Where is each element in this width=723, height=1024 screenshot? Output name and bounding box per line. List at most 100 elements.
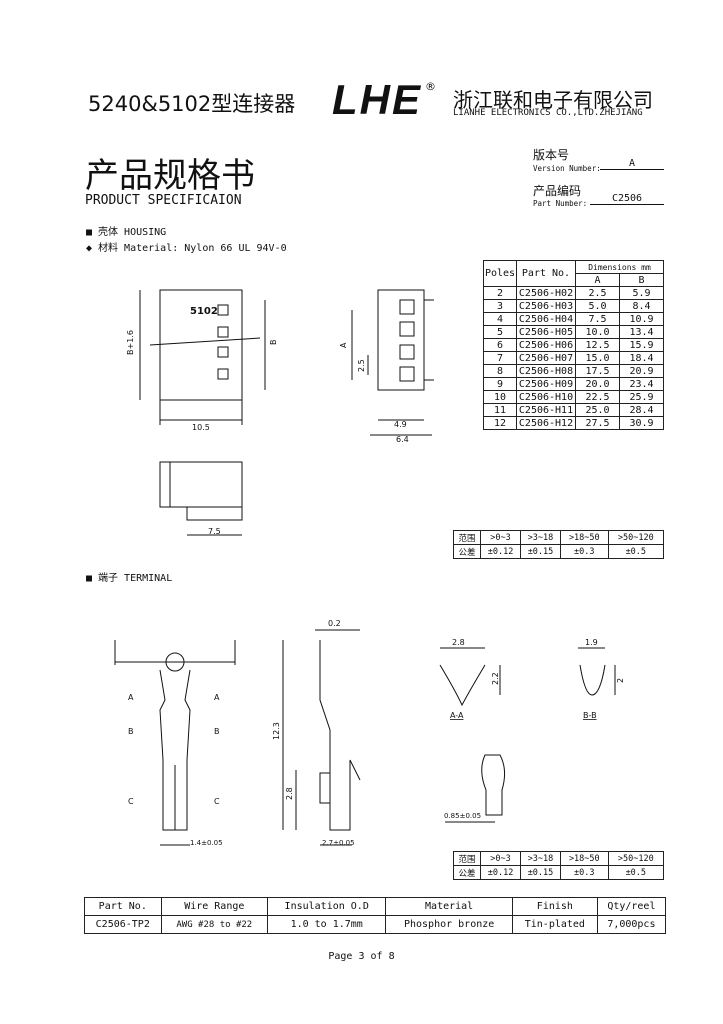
terminal-heading: ■ 端子 TERMINAL (86, 573, 173, 584)
table-cell: 22.5 (575, 390, 620, 404)
tolerance-label: 公差 (452, 865, 482, 880)
company-name-cn: 浙江联和电子有限公司 (453, 88, 653, 112)
section-bb-label: B-B (583, 711, 597, 720)
header-a: A (575, 273, 620, 287)
table-cell: C2506-H11 (516, 403, 576, 417)
company-name-en: LIANHE ELECTRONICS CO.,LTD.ZHEJIANG (453, 108, 643, 118)
table-cell: 12 (483, 416, 517, 430)
terminal-tolerance-table: 范围>0~3>3~18>18~50>50~120 公差±0.12±0.15 ±0.… (452, 851, 665, 880)
section-a-left: A (128, 693, 134, 702)
table-cell: 5.0 (575, 299, 620, 313)
housing-heading: ■ 壳体 HOUSING (86, 227, 167, 238)
dim-height: 12.3 (272, 722, 281, 740)
table-cell: 7 (483, 351, 517, 365)
section-b-right: B (214, 727, 220, 736)
cell: Phosphor bronze (385, 915, 513, 934)
range: >50~120 (607, 851, 665, 866)
dim-height2: 2.8 (285, 787, 294, 800)
cell: 7,000pcs (596, 915, 667, 934)
cell: AWG #28 to #22 (160, 915, 269, 934)
version-label-cn: 版本号 (533, 148, 570, 162)
dim-bb-width: 1.9 (585, 638, 598, 647)
table-cell: 4 (483, 312, 517, 326)
table-cell: 6 (483, 338, 517, 352)
dim-a: A (339, 342, 348, 348)
dim-aa-width: 2.8 (452, 638, 465, 647)
range-label: 范围 (452, 530, 482, 545)
range: >3~18 (520, 851, 561, 866)
terminal-front-view (114, 640, 236, 846)
housing-material: ◆ 材料 Material: Nylon 66 UL 94V-0 (86, 243, 287, 254)
dim-thickness: 0.2 (328, 619, 341, 628)
housing-top-view (159, 461, 243, 536)
header-cell: Insulation O.D (267, 897, 387, 916)
model-title: 5240&5102型连接器 (88, 92, 296, 116)
table-cell: 20.0 (575, 377, 620, 391)
dim-depth1: 4.9 (394, 420, 407, 429)
tolerance: ±0.5 (607, 544, 665, 559)
table-cell: C2506-H03 (516, 299, 576, 313)
header-part-no: Part No. (516, 260, 576, 287)
page-number: Page 3 of 8 (328, 951, 395, 962)
company-logo: LHE (332, 76, 422, 123)
table-cell: 10 (483, 390, 517, 404)
table-cell: 10.0 (575, 325, 620, 339)
range: >18~50 (559, 530, 609, 545)
table-cell: 5.9 (619, 286, 664, 300)
table-cell: 2 (483, 286, 517, 300)
header-cell: Finish (511, 897, 598, 916)
table-cell: 11 (483, 403, 517, 417)
tolerance: ±0.15 (520, 865, 561, 880)
table-cell: 15.0 (575, 351, 620, 365)
section-c-right: C (214, 797, 220, 806)
table-cell: C2506-H09 (516, 377, 576, 391)
table-cell: 25.0 (575, 403, 620, 417)
table-cell: C2506-H12 (516, 416, 576, 430)
table-cell: 7.5 (575, 312, 620, 326)
section-c-left: C (128, 797, 134, 806)
table-cell: C2506-H04 (516, 312, 576, 326)
dim-bb-height: 2 (616, 678, 625, 683)
table-cell: 18.4 (619, 351, 664, 365)
section-a-right: A (214, 693, 220, 702)
table-cell: 30.9 (619, 416, 664, 430)
cell: 1.0 to 1.7mm (267, 915, 387, 934)
terminal-side-view (282, 629, 361, 846)
dim-side-width: 2.7±0.05 (322, 839, 355, 847)
dim-b: B (269, 340, 278, 346)
header-cell: Wire Range (160, 897, 269, 916)
table-cell: 10.9 (619, 312, 664, 326)
table-cell: 20.9 (619, 364, 664, 378)
range: >0~3 (480, 530, 522, 545)
range-label: 范围 (452, 851, 482, 866)
header-cell: Qty/reel (596, 897, 667, 916)
table-cell: 23.4 (619, 377, 664, 391)
range: >0~3 (480, 851, 522, 866)
housing-mark: 5102 (190, 306, 218, 317)
table-cell: 8.4 (619, 299, 664, 313)
tolerance: ±0.5 (607, 865, 665, 880)
dim-aa-height: 2.2 (491, 672, 500, 685)
dim-pitch: 2.5 (357, 359, 366, 372)
table-cell: C2506-H06 (516, 338, 576, 352)
doc-title-en: PRODUCT SPECIFICAION (85, 193, 242, 208)
table-cell: 8 (483, 364, 517, 378)
table-cell: 3 (483, 299, 517, 313)
range: >18~50 (559, 851, 609, 866)
section-b-left: B (128, 727, 134, 736)
header-cell: Part No. (84, 897, 162, 916)
dim-terminal-width: 1.4±0.05 (190, 839, 223, 847)
table-cell: 28.4 (619, 403, 664, 417)
tolerance: ±0.12 (480, 865, 522, 880)
dim-width: 10.5 (192, 423, 210, 432)
registered-mark: ® (425, 80, 436, 93)
table-cell: 13.4 (619, 325, 664, 339)
cell: C2506-TP2 (84, 915, 162, 934)
table-cell: C2506-H07 (516, 351, 576, 365)
table-cell: 15.9 (619, 338, 664, 352)
